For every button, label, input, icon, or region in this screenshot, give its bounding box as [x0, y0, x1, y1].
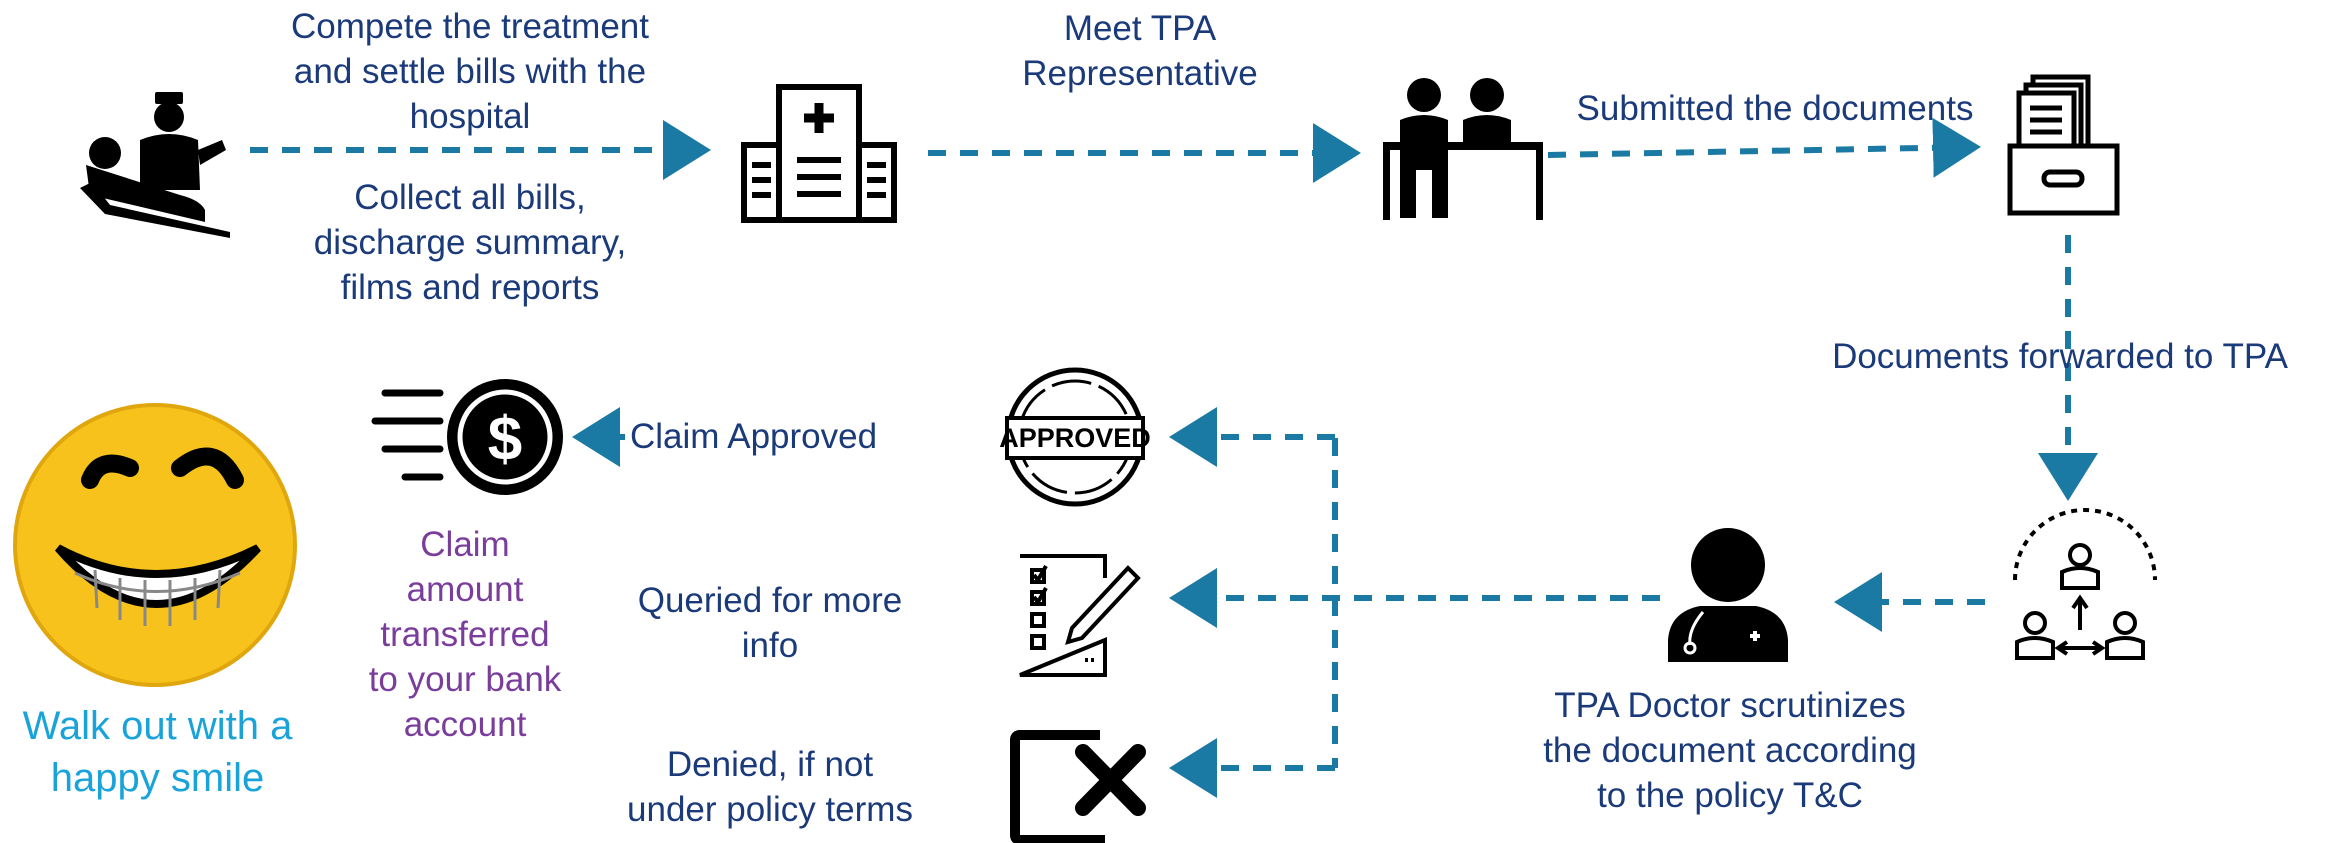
claim-amount-line: account: [403, 705, 527, 744]
approved-stamp-text: APPROVED: [999, 423, 1151, 453]
file-cabinet-icon: [2007, 74, 2120, 216]
claim-approved-text: Claim Approved: [630, 414, 910, 459]
documents-forwarded-text: Documents forwarded to TPA: [1810, 334, 2310, 379]
claim-amount-transferred-text: Claim amount transferred to your bank ac…: [345, 522, 585, 747]
claim-amount-line: amount: [406, 570, 524, 609]
happy-smile-text: Walk out with a happy smile: [0, 700, 315, 804]
dollar-coin-fast-icon: $: [371, 379, 563, 495]
happy-smile-line: Walk out with a: [22, 704, 293, 748]
meet-tpa-line: Representative: [1022, 54, 1258, 93]
hospital-settle-line: Compete the treatment: [291, 7, 649, 46]
claim-amount-line: transferred: [380, 615, 550, 654]
hospital-settle-line: and settle bills with the: [293, 52, 647, 91]
doctor-icon: [1668, 528, 1788, 662]
submitted-documents-line: Submitted the documents: [1576, 89, 1974, 128]
denied-line: Denied, if not: [666, 745, 874, 784]
meeting-people-icon: [1383, 78, 1543, 220]
collect-bills-line: discharge summary,: [313, 223, 627, 262]
collect-bills-text: Collect all bills, discharge summary, fi…: [250, 175, 690, 310]
queried-line: Queried for more: [637, 581, 903, 620]
claim-amount-line: Claim: [420, 525, 510, 564]
happy-smile-line: happy smile: [50, 756, 265, 800]
claim-amount-line: to your bank: [368, 660, 562, 699]
collect-bills-line: Collect all bills,: [354, 178, 586, 217]
hospital-building-icon: [741, 84, 897, 223]
denied-text: Denied, if not under policy terms: [600, 742, 940, 832]
claim-approved-line: Claim Approved: [630, 417, 878, 456]
svg-text:$: $: [488, 405, 522, 474]
meet-tpa-text: Meet TPA Representative: [970, 6, 1310, 96]
team-network-icon: [2013, 508, 2157, 660]
approved-stamp-icon: APPROVED: [999, 367, 1151, 507]
submitted-documents-text: Submitted the documents: [1555, 86, 1995, 131]
meet-tpa-line: Meet TPA: [1063, 9, 1217, 48]
patient-doctor-icon: [80, 92, 230, 238]
smiley-face-icon: [13, 403, 297, 687]
documents-forwarded-line: Documents forwarded to TPA: [1832, 337, 2288, 376]
tpa-doctor-line: TPA Doctor scrutinizes: [1554, 686, 1906, 725]
tpa-doctor-line: to the policy T&C: [1597, 776, 1863, 815]
tpa-doctor-line: the document according: [1543, 731, 1917, 770]
queried-text: Queried for more info: [600, 578, 940, 668]
arrow-meeting-to-cabinet: [1547, 117, 1981, 178]
collect-bills-line: films and reports: [340, 268, 600, 307]
denied-x-icon: [1010, 730, 1146, 843]
queried-line: info: [741, 626, 799, 665]
denied-line: under policy terms: [627, 790, 913, 829]
checklist-pen-icon: [1019, 554, 1141, 677]
hospital-settle-line: hospital: [409, 97, 531, 136]
hospital-settle-text: Compete the treatment and settle bills w…: [250, 4, 690, 139]
tpa-doctor-text: TPA Doctor scrutinizes the document acco…: [1520, 683, 1940, 818]
